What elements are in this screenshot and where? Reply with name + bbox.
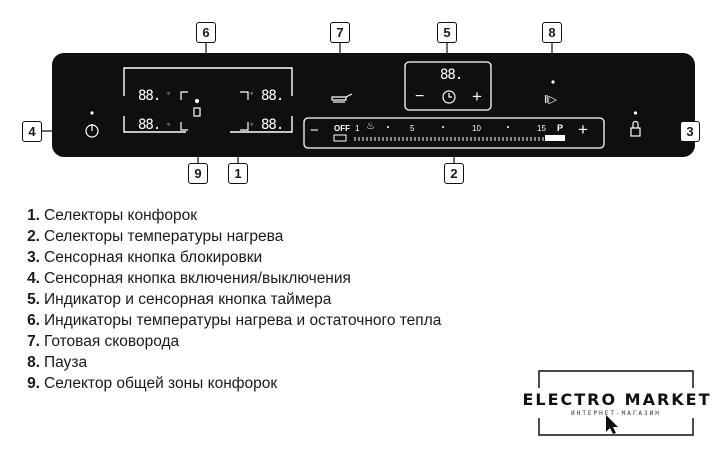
leader-lines	[42, 42, 680, 165]
zone-display-front-left-top: 88.	[138, 88, 161, 104]
legend-item: 8.Пауза	[27, 354, 88, 371]
logo-frame	[538, 370, 694, 436]
callout-1: 1	[228, 163, 248, 184]
legend-item: 6.Индикаторы температуры нагрева и остат…	[27, 312, 442, 329]
logo-subtitle: ИНТЕРНЕТ-МАГАЗИН	[571, 410, 661, 417]
zone-display-front-left-bottom: 88.	[138, 117, 161, 133]
electro-market-logo: ELECTRO MARKET ИНТЕРНЕТ-МАГАЗИН	[522, 370, 710, 436]
callout-6: 6	[196, 22, 216, 43]
zone-display-right-bottom: 88.	[261, 117, 284, 133]
control-panel	[52, 53, 695, 157]
timer-minus-button[interactable]: −	[415, 88, 425, 105]
slider-off-label[interactable]: OFF	[334, 124, 350, 133]
slider-power-boost[interactable]: P	[557, 123, 564, 133]
cursor-icon	[606, 415, 618, 434]
slider-tick-10: 10	[472, 124, 481, 133]
slider-max-bar	[545, 135, 565, 141]
lock-icon[interactable]	[630, 120, 641, 137]
callout-3: 3	[680, 121, 700, 142]
pan-icon[interactable]	[331, 93, 353, 103]
power-indicator-dot	[90, 111, 94, 115]
zone-selector-icon-bl[interactable]: ◦	[167, 119, 171, 129]
zone-selector-icon-br[interactable]: ◦	[250, 119, 254, 129]
hob-symbol-icon: ♨	[366, 121, 375, 132]
legend-item: 2.Селекторы температуры нагрева	[27, 228, 284, 245]
slider-scale[interactable]	[354, 137, 544, 141]
legend-list: 1.Селекторы конфорок 2.Селекторы темпера…	[22, 205, 441, 394]
zone-bracket	[123, 67, 293, 133]
callout-2: 2	[444, 163, 464, 184]
slider-plus-button[interactable]: +	[578, 120, 588, 139]
timer-display: 88.	[440, 67, 463, 83]
zone-selector-icon-tl[interactable]: ◦	[167, 88, 171, 98]
legend-item: 1.Селекторы конфорок	[27, 207, 198, 224]
zone-selectors	[180, 91, 249, 131]
zone-selector-icon-tr[interactable]: ◦	[250, 88, 254, 98]
pause-play-icon[interactable]: ‖▷	[544, 94, 558, 106]
slider-minus-button[interactable]: −	[310, 122, 319, 139]
zone-display-right-top: 88.	[261, 88, 284, 104]
timer-plus-button[interactable]: +	[472, 87, 482, 106]
slider-tick-15: 15	[537, 124, 546, 133]
legend-item: 5.Индикатор и сенсорная кнопка таймера	[27, 291, 332, 308]
callout-7: 7	[330, 22, 350, 43]
slider-tick-5: 5	[410, 124, 415, 133]
callout-9: 9	[188, 163, 208, 184]
legend-item: 3.Сенсорная кнопка блокировки	[27, 249, 263, 266]
legend-item: 4.Сенсорная кнопка включения/выключения	[27, 270, 351, 287]
power-icon[interactable]	[85, 124, 99, 138]
timer-clock-icon[interactable]	[442, 90, 456, 104]
legend-item: 7.Готовая сковорода	[27, 333, 180, 350]
slider-tick-1: 1	[355, 124, 360, 133]
callout-4: 4	[22, 121, 42, 142]
slider-off-box	[333, 134, 347, 142]
slider-frame	[303, 117, 605, 149]
slider-dots	[387, 126, 509, 128]
pause-indicator-dot	[551, 80, 555, 84]
callout-8: 8	[542, 22, 562, 43]
callout-5: 5	[437, 22, 457, 43]
legend-item: 9.Селектор общей зоны конфорок	[27, 375, 278, 392]
timer-frame	[404, 61, 492, 111]
logo-title: ELECTRO MARKET	[522, 390, 712, 409]
lock-indicator-dot	[633, 111, 638, 115]
